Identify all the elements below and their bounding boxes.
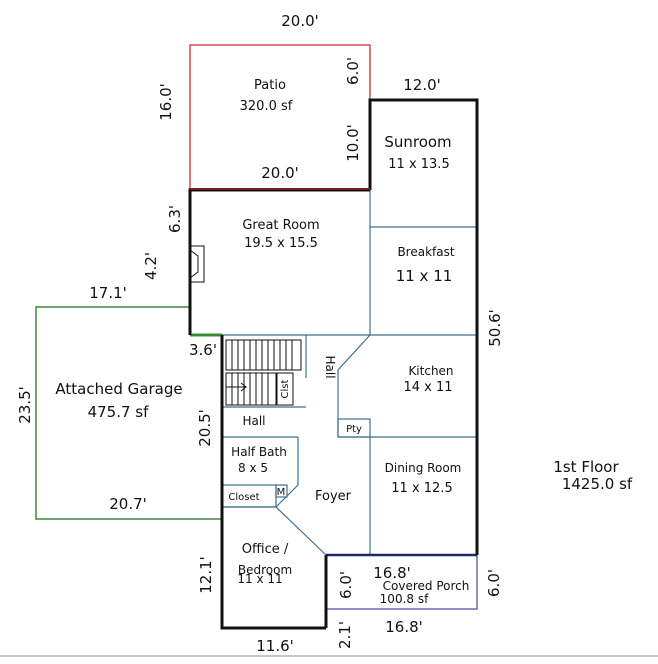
dim-right-side: 50.6': [486, 309, 504, 347]
hall-upper-name: Hall: [323, 355, 337, 378]
closet-name: Closet: [228, 492, 259, 503]
dim-hall-left: 20.5': [196, 409, 214, 447]
pantry-name: Pty: [346, 424, 362, 435]
office-name-2: Bedroom: [238, 563, 292, 577]
dim-garage-top: 17.1': [89, 284, 127, 302]
dim-great-left-lower: 4.2': [142, 252, 160, 280]
patio-name: Patio: [254, 78, 286, 93]
great-room-size: 19.5 x 15.5: [244, 236, 318, 251]
fireplace-icon: [189, 245, 205, 283]
porch-size: 100.8 sf: [380, 592, 429, 606]
dim-patio-right-upper: 6.0': [344, 57, 362, 85]
dim-porch-right: 6.0': [485, 569, 503, 597]
great-room-name: Great Room: [242, 218, 319, 233]
sunroom-name: Sunroom: [384, 133, 451, 151]
exterior-wall-south: [220, 335, 326, 630]
dining-size: 11 x 12.5: [391, 481, 452, 496]
staircase: [225, 339, 302, 406]
dim-patio-bottom: 20.0': [261, 164, 299, 182]
floor-name: 1st Floor: [553, 458, 619, 476]
kitchen-size: 14 x 11: [403, 380, 452, 395]
patio-size: 320.0 sf: [240, 99, 293, 114]
garage-size: 475.7 sf: [88, 403, 150, 421]
mech-name: M: [277, 487, 286, 498]
garage-outline: [35, 306, 222, 520]
dim-office-left: 12.1': [197, 556, 215, 594]
dim-patio-right-lower: 10.0': [344, 124, 362, 162]
garage-name: Attached Garage: [55, 380, 182, 398]
dim-garage-bottom: 20.7': [109, 495, 147, 513]
kitchen-name: Kitchen: [408, 364, 453, 378]
dim-office-bottom: 11.6': [256, 637, 294, 655]
office-name: Office /: [242, 542, 289, 557]
dim-porch-bottom: 16.8': [385, 618, 423, 636]
exterior-wall-west: [188, 188, 370, 335]
breakfast-size: 11 x 11: [396, 267, 453, 285]
breakfast-name: Breakfast: [397, 245, 454, 259]
half-bath-name: Half Bath: [231, 445, 287, 459]
dim-great-left-upper: 6.3': [166, 205, 184, 233]
porch-name: Covered Porch: [383, 579, 470, 593]
office-size: 11 x 11: [237, 572, 282, 586]
foyer-name: Foyer: [315, 489, 352, 504]
dim-patio-left: 16.0': [157, 83, 175, 121]
dim-porch-left: 6.0': [337, 571, 355, 599]
dim-patio-top: 20.0': [281, 12, 319, 30]
dining-name: Dining Room: [385, 461, 462, 475]
dim-porch-step: 2.1': [336, 621, 354, 649]
floor-area: 1425.0 sf: [562, 475, 633, 493]
hall-lower-name: Hall: [242, 414, 265, 428]
closet-stair-name: Clst: [280, 379, 291, 398]
dim-porch-top: 16.8': [373, 564, 411, 582]
exterior-wall: [368, 98, 479, 555]
half-bath-size: 8 x 5: [238, 461, 268, 475]
sunroom-size: 11 x 13.5: [388, 157, 449, 172]
dim-stair-jog: 3.6': [189, 341, 217, 359]
dim-garage-left: 23.5': [16, 386, 34, 424]
dim-sunroom-top: 12.0': [403, 76, 441, 94]
